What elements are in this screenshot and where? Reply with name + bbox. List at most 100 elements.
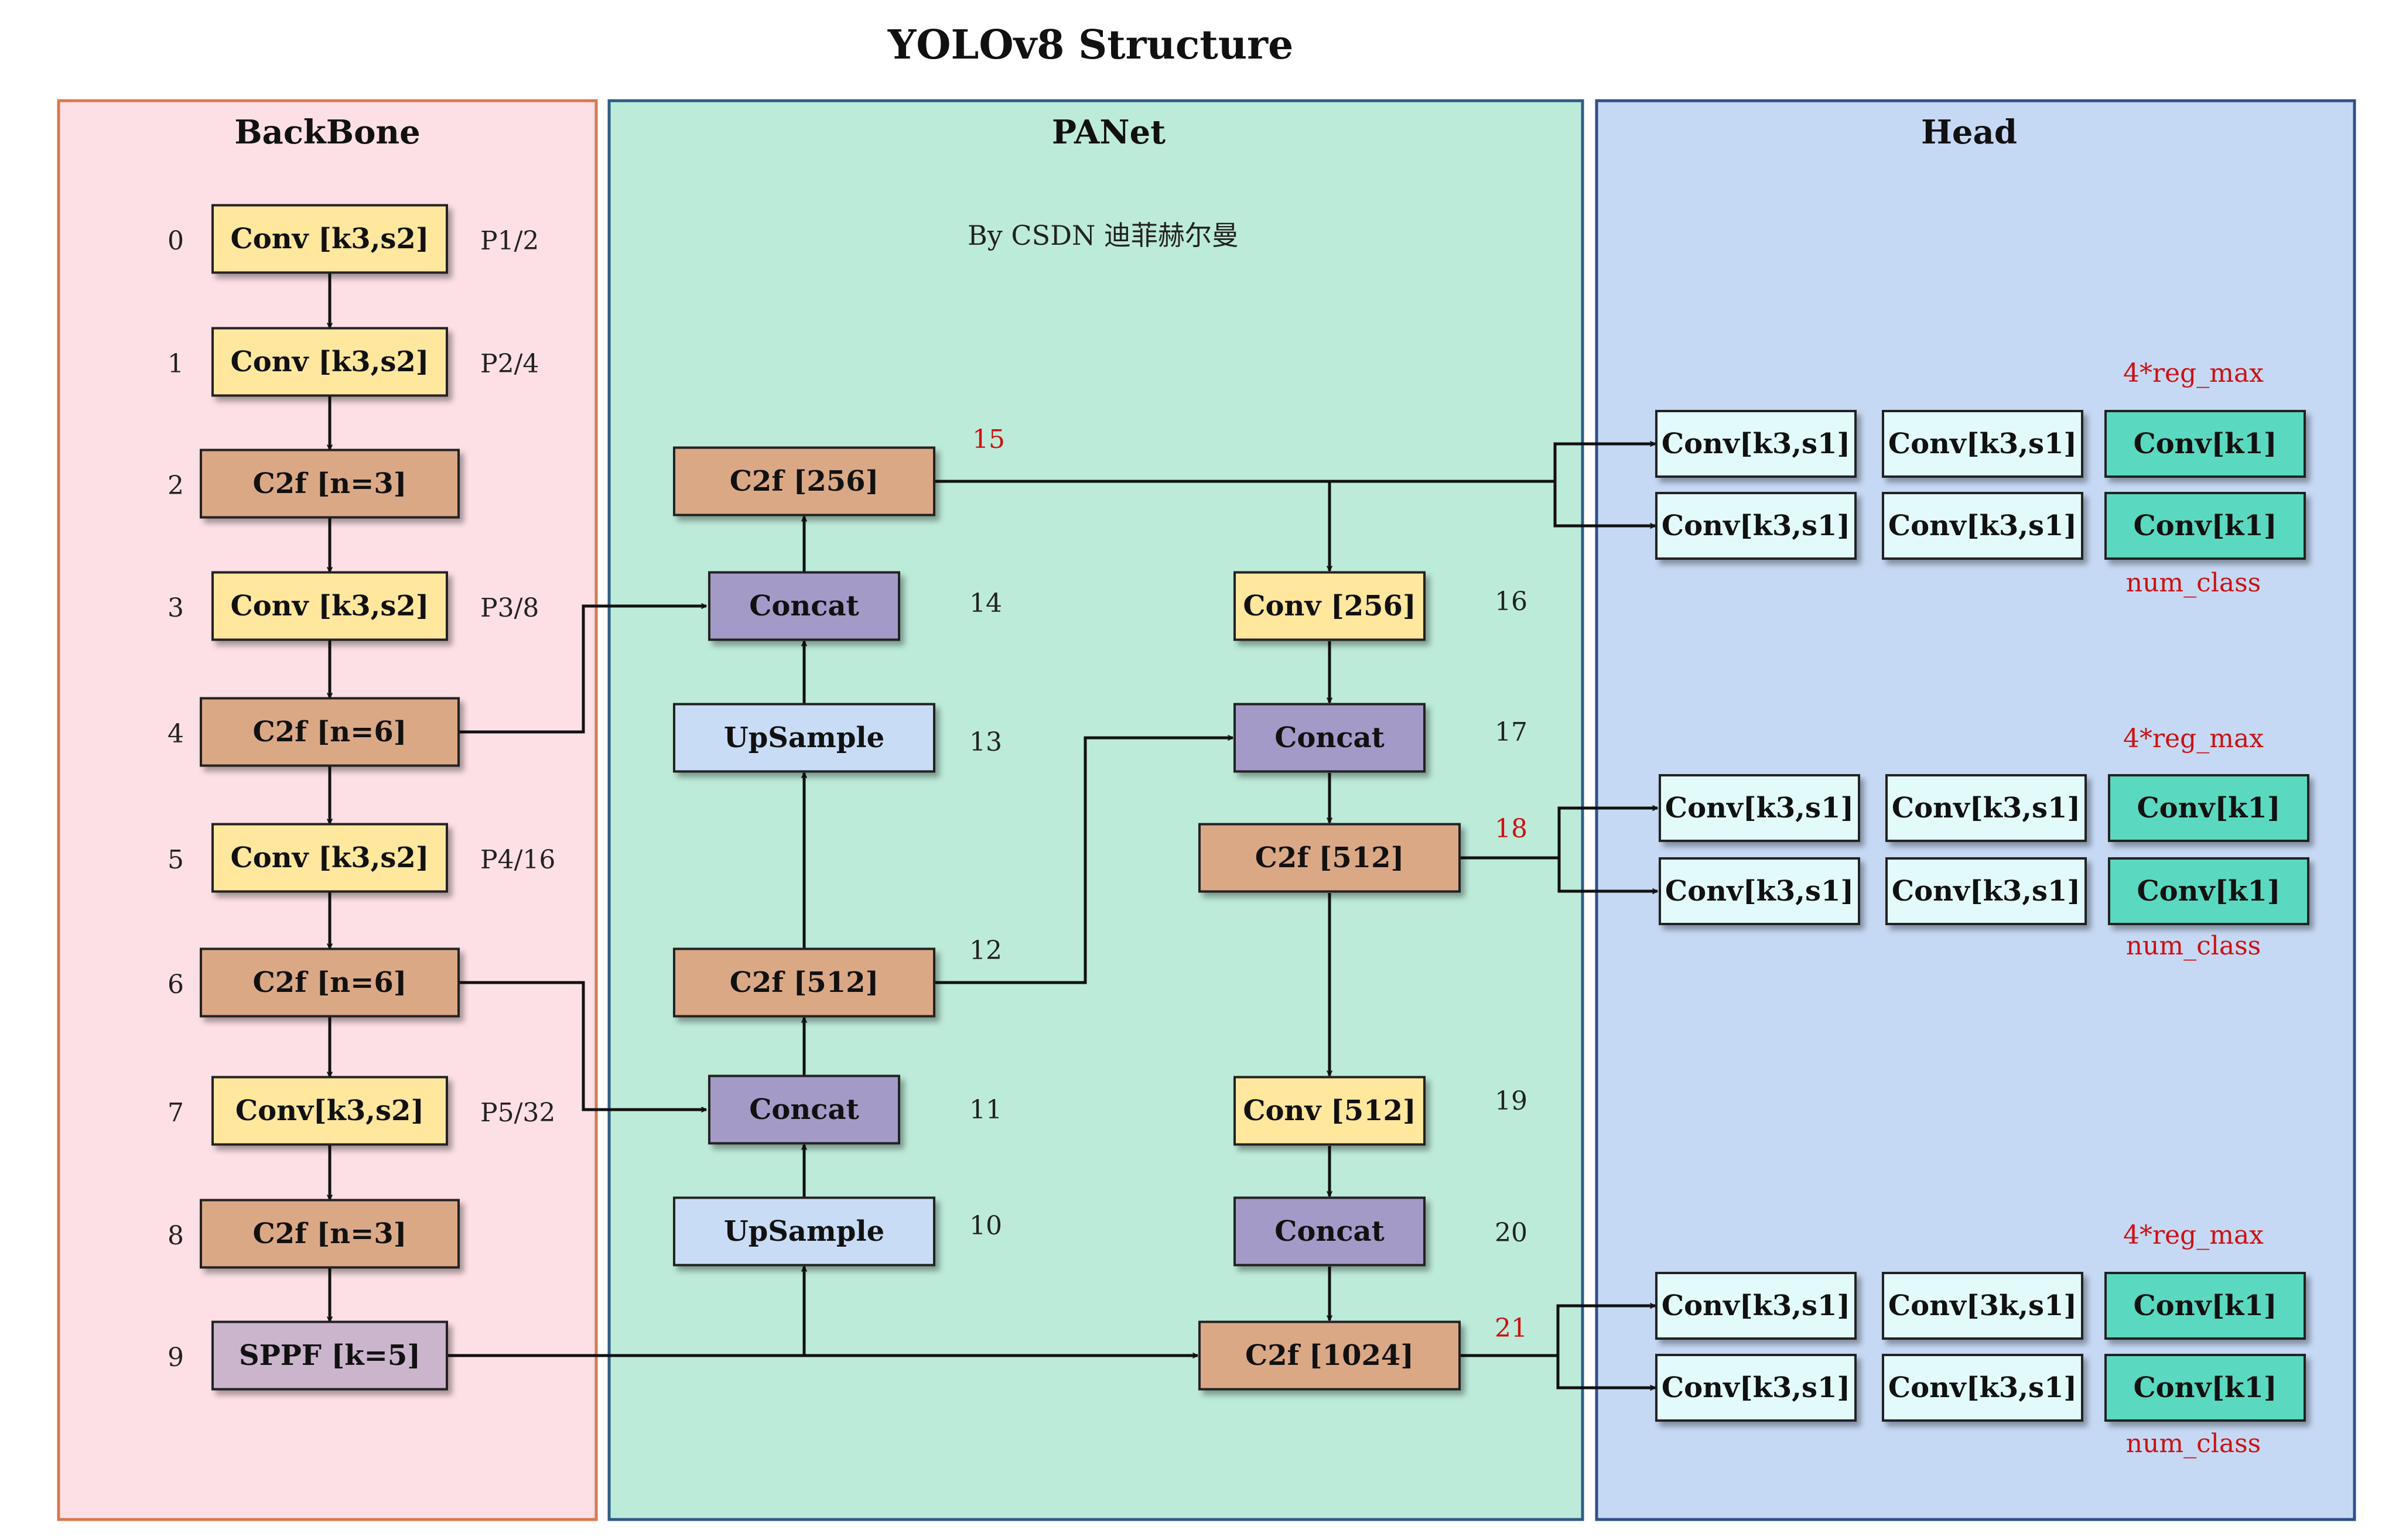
panet-layer-20: Concat (1233, 1196, 1426, 1267)
head-1-row-1-col-2-label: Conv[k3,s1] (1888, 427, 2077, 460)
panet-layer-15-rect (673, 446, 935, 516)
head-1-row-2-col-3-rect (2104, 492, 2306, 560)
panet-layer-16: Conv [256] (1233, 571, 1426, 641)
panet-layer-17: Concat (1233, 703, 1426, 773)
backbone-layer-4-label: C2f [n=6] (253, 716, 407, 748)
backbone-scale-3: P3/8 (480, 593, 539, 623)
head-2-row-2-col-3-label: Conv[k1] (2137, 875, 2280, 908)
head-2-row-2-col-1-rect (1659, 857, 1860, 925)
head-3-row-1-col-3: Conv[k1] (2104, 1272, 2306, 1340)
panet-index-12: 12 (969, 936, 1002, 966)
panet-index-16: 16 (1495, 587, 1527, 617)
link-18-to-head-2a (1557, 808, 1658, 858)
panet-layer-17-label: Concat (1274, 721, 1385, 754)
head-2-row-1-col-3: Conv[k1] (2108, 774, 2309, 842)
head-2-row-1-col-1-label: Conv[k3,s1] (1665, 792, 1854, 824)
panet-layer-12: C2f [512] (673, 947, 935, 1018)
panet-index-21: 21 (1495, 1313, 1527, 1343)
head-1-row-2-col-3: Conv[k1] (2104, 492, 2306, 560)
backbone-section (57, 99, 598, 1521)
backbone-layer-1: Conv [k3,s2] (211, 327, 448, 397)
panet-layer-17-rect (1233, 703, 1426, 773)
panet-layer-16-rect (1233, 571, 1426, 641)
head-2-row-1-col-3-rect (2108, 774, 2309, 842)
panet-index-20: 20 (1495, 1218, 1527, 1248)
panet-index-13: 13 (969, 727, 1002, 757)
backbone-scale-5: P4/16 (480, 845, 555, 875)
backbone-layer-5-rect (211, 823, 448, 893)
head-1-row-2-col-2: Conv[k3,s1] (1882, 492, 2083, 560)
connector-lines (330, 273, 1658, 1388)
head-3-row-1-col-2-rect (1882, 1272, 2083, 1340)
backbone-index-1: 1 (168, 349, 184, 379)
backbone-layer-0-label: Conv [k3,s2] (231, 223, 429, 255)
head-3-row-1-col-3-label: Conv[k1] (2133, 1289, 2277, 1322)
backbone-layer-0: Conv [k3,s2] (211, 204, 448, 274)
head-1-row-1-col-1: Conv[k3,s1] (1655, 410, 1857, 478)
head-1-row-2-col-1: Conv[k3,s1] (1655, 492, 1857, 560)
backbone-index-6: 6 (168, 970, 184, 1000)
head-2-row-1-col-1-rect (1659, 774, 1860, 842)
panet-layer-18-rect (1198, 823, 1461, 893)
panet-index-17: 17 (1495, 717, 1527, 747)
link-18-to-head-2b (1557, 858, 1658, 891)
backbone-layer-5: Conv [k3,s2] (211, 823, 448, 893)
panet-layer-15-label: C2f [256] (730, 465, 879, 498)
backbone-index-8: 8 (168, 1221, 184, 1251)
panet-index-14: 14 (969, 588, 1002, 618)
head-1-row-2-col-2-rect (1882, 492, 2083, 560)
head-3-row-1-col-3-rect (2104, 1272, 2306, 1340)
head-1-row-1-col-3-label: Conv[k1] (2133, 427, 2277, 460)
backbone-layer-2-label: C2f [n=3] (253, 467, 407, 500)
backbone-layer-8: C2f [n=3] (200, 1199, 460, 1269)
backbone-layer-3-rect (211, 571, 448, 641)
panet-index-15: 15 (972, 425, 1005, 454)
backbone-index-0: 0 (168, 226, 184, 256)
head-1-row-2-col-1-rect (1655, 492, 1857, 560)
panet-layer-19-label: Conv [512] (1243, 1094, 1416, 1127)
panet-layer-21: C2f [1024] (1198, 1320, 1461, 1391)
diagram-title: YOLOv8 Structure (887, 22, 1293, 69)
head-1-row-2-col-3-label: Conv[k1] (2133, 509, 2277, 542)
head-3-class-label: num_class (2126, 1429, 2261, 1459)
panet-layer-12-rect (673, 947, 935, 1018)
head-1-row-1-col-3: Conv[k1] (2104, 410, 2306, 478)
head-1-row-1-col-2: Conv[k3,s1] (1882, 410, 2083, 478)
head-3-row-2-col-2-label: Conv[k3,s1] (1888, 1371, 2077, 1404)
head-2-row-1-col-1: Conv[k3,s1] (1659, 774, 1860, 842)
panet-layer-11-rect (708, 1074, 900, 1145)
panet-layer-16-label: Conv [256] (1243, 590, 1416, 622)
backbone-layer-1-label: Conv [k3,s2] (231, 345, 429, 378)
head-3-row-2-col-2-rect (1882, 1354, 2083, 1422)
head-1-reg-label: 4*reg_max (2123, 358, 2264, 388)
head-1-row-1-col-3-rect (2104, 410, 2306, 478)
backbone-index-3: 3 (168, 593, 184, 623)
backbone-layer-4: C2f [n=6] (200, 697, 460, 767)
panet-section-title: PANet (1052, 113, 1166, 152)
head-2-row-1-col-3-label: Conv[k1] (2137, 792, 2280, 824)
head-2-row-1-col-2: Conv[k3,s1] (1885, 774, 2087, 842)
link-6-to-11 (460, 981, 706, 1110)
head-2-row-1-col-2-rect (1885, 774, 2087, 842)
backbone-index-4: 4 (168, 719, 184, 749)
panet-layer-12-label: C2f [512] (730, 966, 879, 999)
panet-layer-21-label: C2f [1024] (1245, 1339, 1414, 1372)
head-2-row-1-col-2-label: Conv[k3,s1] (1892, 792, 2080, 824)
link-21-to-head-3b (1556, 1356, 1655, 1388)
backbone-layer-3-label: Conv [k3,s2] (231, 590, 429, 622)
backbone-layer-8-rect (200, 1199, 460, 1269)
head-3-reg-label: 4*reg_max (2123, 1220, 2264, 1250)
backbone-layer-7-rect (211, 1076, 448, 1146)
head-2-reg-label: 4*reg_max (2123, 724, 2264, 754)
panet-layer-13-label: UpSample (724, 721, 884, 754)
backbone-layer-1-rect (211, 327, 448, 397)
panet-layer-21-rect (1198, 1320, 1461, 1391)
head-2-row-2-col-2-rect (1885, 857, 2087, 925)
head-3-row-1-col-1-label: Conv[k3,s1] (1662, 1289, 1850, 1322)
head-3-row-2-col-1-label: Conv[k3,s1] (1662, 1371, 1850, 1404)
head-1-row-1-col-1-label: Conv[k3,s1] (1662, 427, 1850, 460)
panet-layer-19-rect (1233, 1076, 1426, 1146)
panet-layer-14: Concat (708, 571, 900, 641)
